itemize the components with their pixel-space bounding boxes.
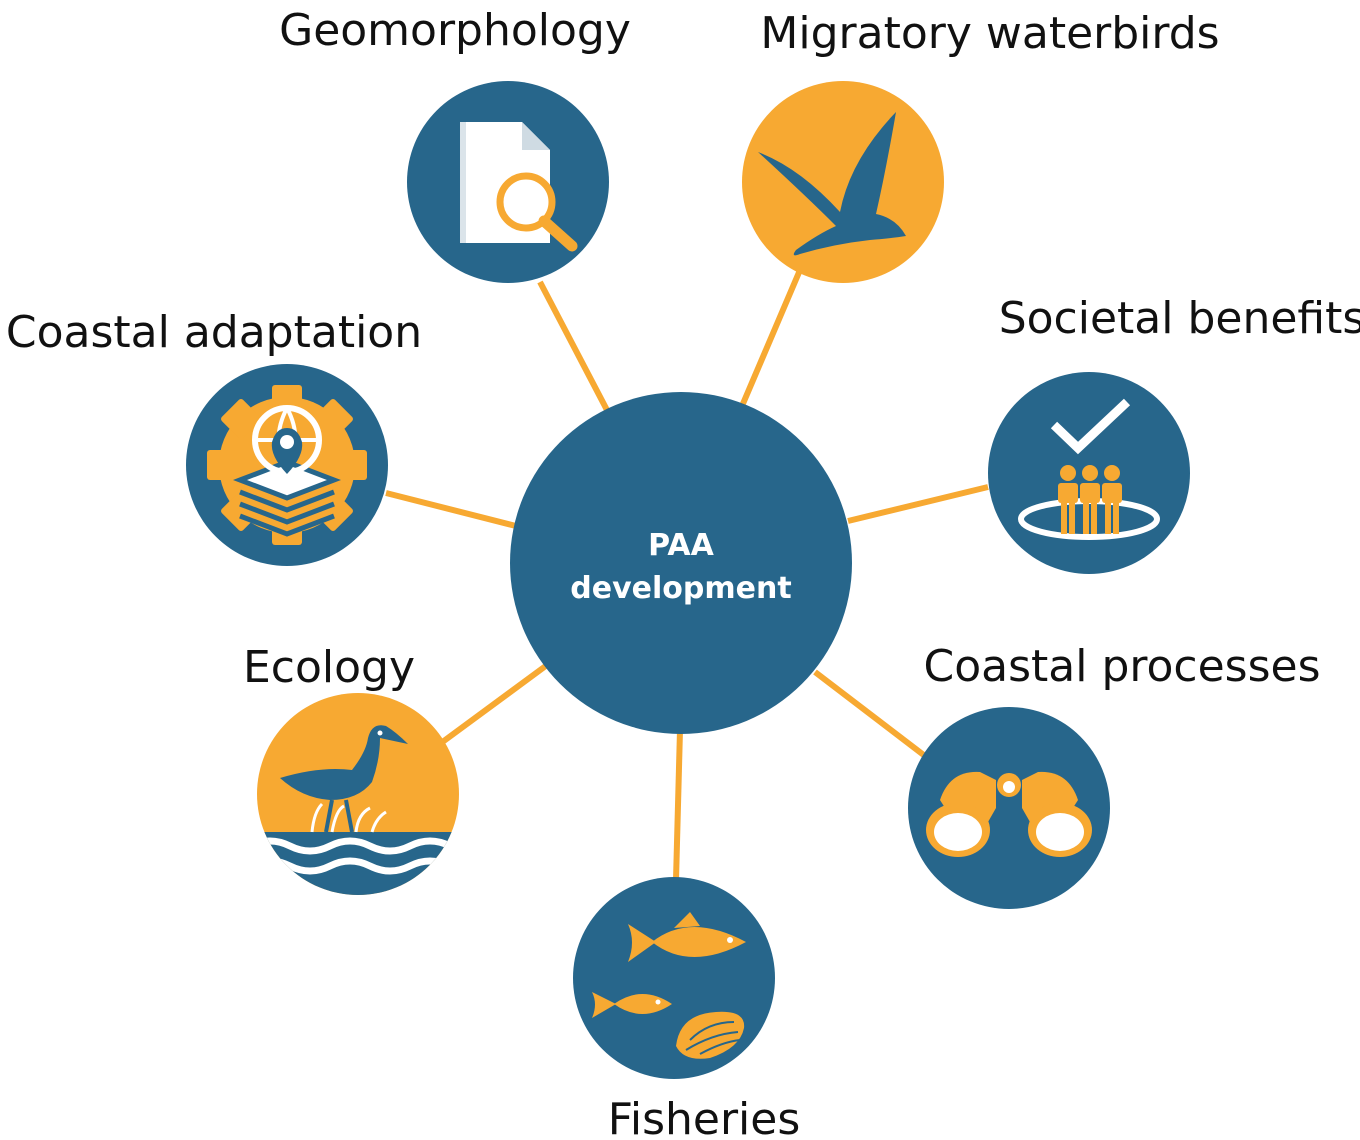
node-societal-benefits: Societal benefits <box>988 293 1360 574</box>
label-coastal-processes: Coastal processes <box>923 641 1320 692</box>
label-geomorphology: Geomorphology <box>279 5 631 56</box>
connector-lines <box>385 268 989 881</box>
center-circle <box>510 392 852 734</box>
people-checkmark-icon <box>1018 398 1160 540</box>
fisheries-circle <box>573 877 775 1079</box>
node-migratory-waterbirds: Migratory waterbirds <box>742 8 1220 283</box>
node-coastal-adaptation: Coastal adaptation <box>6 307 422 566</box>
node-ecology: Ecology <box>243 642 459 895</box>
connector-fisheries <box>673 729 683 881</box>
center-hub: PAA development <box>510 392 852 734</box>
connector-coastal-adaptation <box>385 490 517 529</box>
label-societal-benefits: Societal benefits <box>999 293 1360 344</box>
connector-societal-benefits <box>847 484 989 524</box>
gear-globe-layers-icon <box>207 385 367 545</box>
connector-migratory-waterbirds <box>739 268 803 408</box>
label-coastal-adaptation: Coastal adaptation <box>6 307 422 358</box>
label-fisheries: Fisheries <box>608 1094 801 1140</box>
node-fisheries: Fisheries <box>573 877 800 1140</box>
connector-coastal-processes <box>813 669 927 759</box>
coastal-processes-circle <box>908 707 1110 909</box>
center-label-line1: PAA <box>648 528 714 563</box>
label-migratory-waterbirds: Migratory waterbirds <box>760 8 1219 59</box>
fish-oyster-icon <box>592 912 746 1059</box>
node-geomorphology: Geomorphology <box>279 5 631 283</box>
label-ecology: Ecology <box>243 642 415 693</box>
binoculars-icon <box>926 771 1092 857</box>
migratory-waterbirds-circle <box>742 81 944 283</box>
document-magnifier-icon <box>460 122 578 252</box>
node-coastal-processes: Coastal processes <box>908 641 1321 909</box>
connector-geomorphology <box>537 280 611 414</box>
center-label-line2: development <box>570 571 791 606</box>
connector-ecology <box>435 662 549 749</box>
flying-bird-icon <box>758 112 906 256</box>
